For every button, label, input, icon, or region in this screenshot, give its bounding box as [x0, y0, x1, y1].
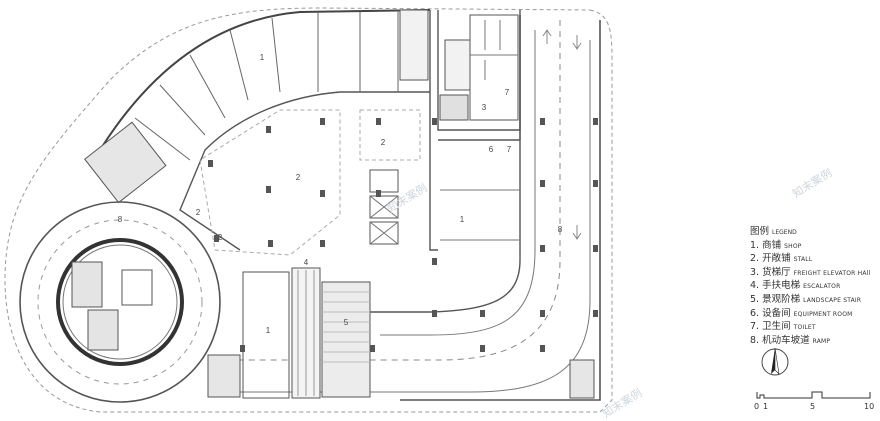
- bottom-shop: [242, 271, 290, 399]
- ring-core-room: [121, 269, 153, 306]
- legend-item-cn: 3. 货梯厅: [750, 266, 791, 278]
- stall-zone: [199, 109, 421, 256]
- legend-item-en: SHOP: [784, 242, 802, 250]
- plan-label-ramp-ring: 8: [118, 215, 123, 224]
- freight-hall-stair: [444, 39, 471, 91]
- plan-label-stall-upper: 2: [381, 138, 386, 147]
- toilet-stalls: [470, 20, 518, 80]
- ring-ramp-outer: [19, 201, 221, 403]
- legend-item-en: STALL: [793, 256, 813, 264]
- bottom-stair: [207, 354, 241, 398]
- freight-elevator-1: [369, 169, 399, 193]
- legend-item-en: FREIGHT ELEVATOR HAll: [793, 269, 871, 277]
- ramp-outer: [400, 15, 601, 401]
- freight-lift: [439, 94, 469, 121]
- ramp-lane: [240, 20, 561, 361]
- plan-label-equip-room: 6: [489, 145, 494, 154]
- left-stair-block: [84, 121, 167, 204]
- elevator-x-marks: [369, 195, 399, 245]
- ramp-lane-3: [380, 30, 536, 336]
- ring-ramp-inner: [56, 238, 184, 366]
- freight-elevator-3: [369, 221, 399, 245]
- central-core: [429, 10, 521, 251]
- plan-label-toilet-1: 7: [505, 88, 510, 97]
- scale-tick-5: 5: [810, 402, 816, 411]
- legend-item-en: EQUIPMENT ROOM: [793, 310, 853, 318]
- top-stair: [399, 9, 429, 81]
- legend-item-cn: 5. 景观阶梯: [750, 293, 801, 305]
- plan-label-escalator: 4: [304, 258, 309, 267]
- legend-item-en: ESCALATOR: [803, 283, 841, 291]
- legend-item-cn: 1. 商铺: [750, 239, 782, 251]
- legend-item-en: TOILET: [793, 324, 816, 332]
- shop-dividers: [134, 10, 399, 161]
- right-shop-wall: [370, 139, 521, 313]
- freight-elevator-2: [369, 195, 399, 219]
- ring-core: [62, 244, 178, 360]
- plan-label-stall-left-1: 2: [196, 208, 201, 217]
- toilet-block: [469, 14, 519, 121]
- scale-tick-1: 1: [763, 402, 769, 411]
- plan-label-shop-right: 1: [460, 215, 465, 224]
- legend-item-en: RAMP: [812, 337, 831, 345]
- ramp-lane-2: [240, 40, 591, 393]
- legend-item-cn: 6. 设备间: [750, 307, 791, 319]
- plan-label-shop-top: 1: [260, 53, 265, 62]
- north-arrow: [761, 347, 789, 376]
- right-bottom-stair: [569, 359, 595, 399]
- ring-ramp-lane: [37, 219, 203, 385]
- legend-item-en: LANDSCAPE STAIR: [803, 296, 862, 304]
- plan-label-stall-left-2: 2: [218, 233, 223, 242]
- plan-label-ramp-right: 8: [558, 225, 563, 234]
- legend-item-cn: 7. 卫生间: [750, 321, 791, 333]
- scale-tick-10: 10: [864, 402, 875, 411]
- site-boundary: [4, 7, 613, 413]
- escalator-steps: [297, 270, 315, 396]
- legend-item-cn: 8. 机动车坡道: [750, 334, 810, 346]
- shop-band-inner: [179, 91, 430, 251]
- scale-tick-0: 0: [754, 402, 760, 411]
- shop-band-outer: [98, 9, 431, 176]
- scale-bar: [756, 391, 871, 399]
- plan-label-shop-bottom: 1: [266, 326, 271, 335]
- legend-item-cn: 2. 开敞铺: [750, 253, 791, 265]
- ramp-arrows: [542, 29, 582, 240]
- plan-label-landscape-stair: 5: [344, 318, 349, 327]
- plan-label-freight-hall: 3: [482, 103, 487, 112]
- legend-item-cn: 4. 手扶电梯: [750, 280, 801, 292]
- structural-columns: [208, 118, 598, 352]
- landscape-stair-steps: [322, 291, 370, 363]
- ring-core-stair-2: [87, 309, 119, 351]
- legend-title-en: LEGEND: [772, 229, 797, 236]
- plan-label-stall-center: 2: [296, 173, 301, 182]
- plan-label-toilet-2: 7: [507, 145, 512, 154]
- ring-core-stair-1: [71, 261, 103, 308]
- landscape-stair: [321, 281, 371, 398]
- legend-title-cn: 图例: [750, 226, 770, 237]
